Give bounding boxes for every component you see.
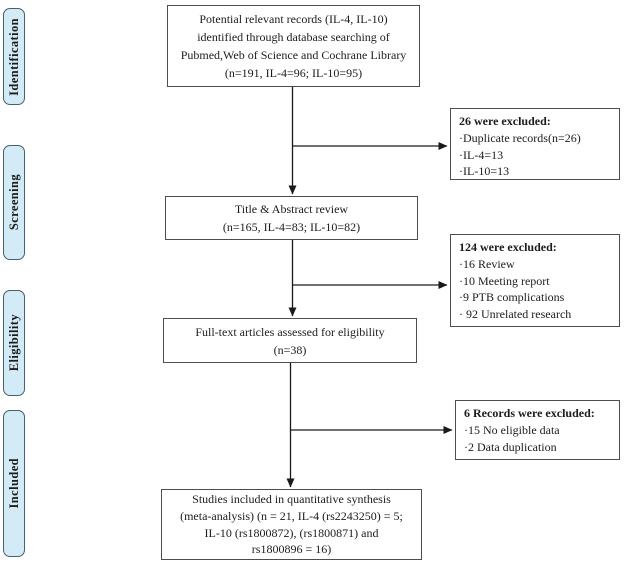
excluded-screening-item: ·9 PTB complications xyxy=(459,290,565,305)
excluded-duplicates-item: ·Duplicate records(n=26) xyxy=(459,130,581,145)
included-line: rs1800896 = 16) xyxy=(251,542,332,557)
excluded-screening-item: ·10 Meeting report xyxy=(459,273,550,288)
records-line: identified through database searching of xyxy=(197,30,390,44)
stage-eligibility: Eligibility xyxy=(3,290,25,396)
included-line: IL-10 (rs1800872), (rs1800871) and xyxy=(204,525,379,540)
excluded-eligibility-item: ·2 Data duplication xyxy=(464,439,557,454)
full-text-line: (n=38) xyxy=(273,342,307,357)
box-title-abstract-review: Title & Abstract review (n=165, IL-4=83;… xyxy=(165,196,418,240)
included-line: (meta-analysis) (n = 21, IL-4 (rs2243250… xyxy=(180,508,403,523)
excluded-duplicates-item: ·IL-10=13 xyxy=(459,164,510,179)
included-line: Studies included in quantitative synthes… xyxy=(192,492,391,507)
stage-screening-label: Screening xyxy=(6,174,21,231)
box-records-identified: Potential relevant records (IL-4, IL-10)… xyxy=(167,5,420,87)
box-studies-included: Studies included in quantitative synthes… xyxy=(161,489,422,560)
excluded-screening-heading: 124 were excluded: xyxy=(459,240,557,254)
title-abstract-line: (n=165, IL-4=83; IL-10=82) xyxy=(222,220,361,234)
full-text-line: Full-text articles assessed for eligibil… xyxy=(195,324,385,339)
excluded-screening-item: · 92 Unrelated research xyxy=(459,307,572,322)
box-excluded-duplicates: 26 were excluded: ·Duplicate records(n=2… xyxy=(450,108,620,180)
excluded-eligibility-item: ·15 No eligible data xyxy=(464,422,560,437)
excluded-duplicates-item: ·IL-4=13 xyxy=(459,147,504,162)
records-line: Pubmed,Web of Science and Cochrane Libra… xyxy=(180,48,407,62)
stage-included-label: Included xyxy=(6,458,21,509)
title-abstract-line: Title & Abstract review xyxy=(234,202,349,216)
excluded-eligibility-heading: 6 Records were excluded: xyxy=(464,406,595,420)
stage-screening: Screening xyxy=(3,145,25,260)
records-line: (n=191, IL-4=96; IL-10=95) xyxy=(224,66,363,80)
stage-included: Included xyxy=(3,410,25,557)
excluded-duplicates-heading: 26 were excluded: xyxy=(459,114,551,128)
stage-eligibility-label: Eligibility xyxy=(6,314,21,372)
records-line: Potential relevant records (IL-4, IL-10) xyxy=(199,12,388,26)
stage-identification-label: Identification xyxy=(6,17,21,96)
box-full-text-assessed: Full-text articles assessed for eligibil… xyxy=(163,318,417,363)
box-excluded-eligibility: 6 Records were excluded: ·15 No eligible… xyxy=(455,400,620,460)
excluded-screening-item: ·16 Review xyxy=(459,256,515,271)
box-excluded-screening: 124 were excluded: ·16 Review ·10 Meetin… xyxy=(450,234,620,327)
stage-identification: Identification xyxy=(3,8,25,105)
